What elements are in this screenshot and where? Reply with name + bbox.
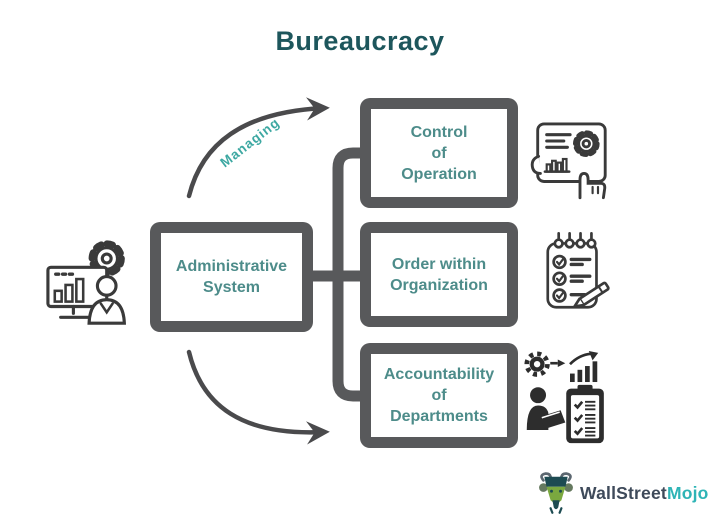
- node-control-of-operation: Control of Operation: [360, 98, 518, 208]
- node-accountability-of-departments: Accountability of Departments: [360, 343, 518, 448]
- bottom-curved-arrow: [186, 349, 330, 445]
- report-gear-pointing-hand-icon: [530, 122, 607, 200]
- node-label-line: System: [203, 279, 260, 296]
- logo-text: WallStreetMojo: [580, 483, 709, 504]
- logo-text-wallstreet: WallStreet: [580, 482, 667, 503]
- node-label-line: Order within: [391, 255, 487, 273]
- performance-review-icon: [524, 351, 604, 444]
- top-curved-arrow: [186, 97, 330, 199]
- node-label-line: of: [431, 144, 447, 162]
- analyst-computer-gear-icon: [46, 240, 126, 325]
- page-title: Bureaucracy: [275, 26, 445, 56]
- node-order-within-organization: Order within Organization: [360, 222, 518, 327]
- node-label-line: Accountability: [383, 366, 495, 383]
- node-label-line: Departments: [390, 408, 488, 425]
- checklist-pencil-icon: [546, 232, 610, 309]
- logo-text-mojo: Mojo: [666, 482, 709, 503]
- node-label-line: Organization: [390, 276, 488, 294]
- node-label-line: Control: [410, 123, 468, 141]
- node-label-line: Operation: [401, 165, 477, 183]
- wallstreetmojo-logo: WallStreetMojo: [538, 471, 709, 515]
- node-administrative-system: Administrative System: [150, 222, 313, 332]
- node-label-line: of: [431, 387, 447, 404]
- wallstreetmojo-bull-icon: [539, 472, 573, 514]
- node-label-line: Administrative: [175, 258, 288, 275]
